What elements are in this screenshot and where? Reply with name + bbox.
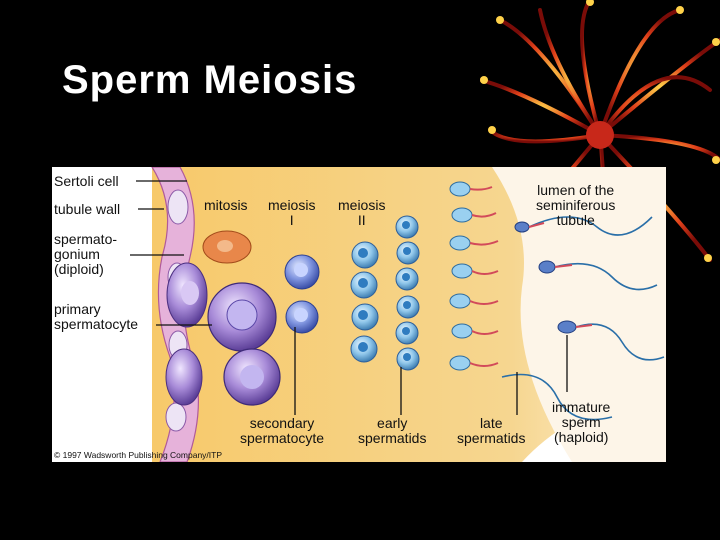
label-tubule-wall: tubule wall <box>54 202 120 217</box>
label-lumen: lumen of the seminiferous tubule <box>536 183 615 228</box>
copyright-notice: © 1997 Wadsworth Publishing Company/ITP <box>54 450 222 460</box>
label-secondary-spermatocyte: secondary spermatocyte <box>240 416 324 446</box>
meiosis-figure: Sertoli cell tubule wall spermato- goniu… <box>52 167 666 462</box>
label-spermatogonium: spermato- gonium (diploid) <box>54 232 117 277</box>
label-meiosis-1: meiosis I <box>268 198 315 228</box>
label-early-spermatids: early spermatids <box>358 416 426 446</box>
slide-title: Sperm Meiosis <box>62 58 357 103</box>
label-primary-spermatocyte: primary spermatocyte <box>54 302 138 332</box>
label-immature-sperm: immature sperm (haploid) <box>552 400 610 445</box>
label-sertoli-cell: Sertoli cell <box>54 174 119 189</box>
label-meiosis-2: meiosis II <box>338 198 385 228</box>
label-mitosis: mitosis <box>204 198 248 213</box>
label-late-spermatids: late spermatids <box>457 416 525 446</box>
